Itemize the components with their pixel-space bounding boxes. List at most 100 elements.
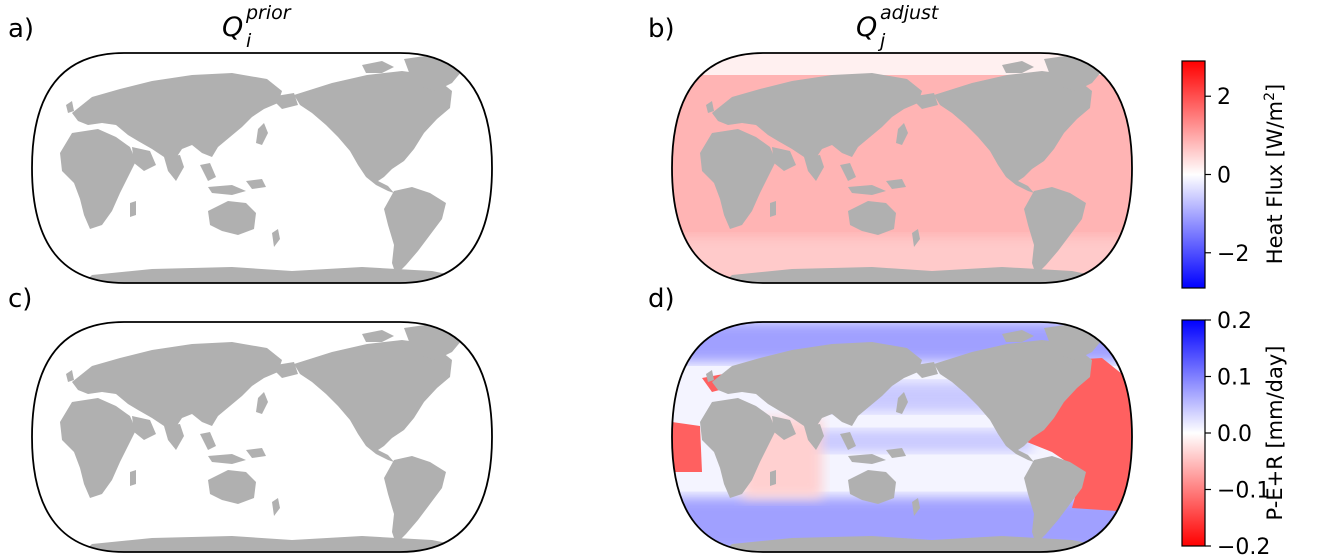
colorbar-gradient	[1181, 60, 1206, 289]
land-mass	[700, 324, 1112, 552]
continent	[362, 330, 394, 342]
continent	[208, 470, 256, 504]
continent	[72, 267, 472, 283]
map-panel-a	[31, 52, 493, 284]
continent	[66, 101, 74, 113]
globe-outline	[671, 52, 1133, 284]
map-field	[672, 53, 1132, 283]
colorbar-tick-label: 0	[1217, 164, 1231, 189]
panel-label-a: a)	[8, 14, 35, 44]
continent	[272, 498, 280, 516]
continent	[208, 201, 256, 235]
land-mass	[60, 324, 472, 552]
continent	[848, 201, 896, 235]
continent	[1024, 187, 1086, 275]
colorbar-tick-label: −0.2	[1217, 535, 1270, 560]
pacific-band-south	[792, 430, 1032, 452]
continent	[934, 340, 1092, 462]
colorbar-tick-label: 0.0	[1217, 422, 1252, 447]
continent	[896, 392, 908, 414]
continent	[912, 498, 920, 516]
continent	[208, 185, 246, 195]
continent	[700, 129, 776, 229]
continent	[130, 470, 136, 486]
continent	[840, 432, 856, 450]
continent	[60, 398, 136, 498]
continent	[72, 342, 282, 430]
continent	[164, 155, 184, 181]
continent	[712, 267, 1112, 283]
panel-label-b: b)	[648, 14, 675, 44]
map-panel-c	[31, 321, 493, 553]
map-panel-d	[671, 321, 1133, 553]
continent	[362, 61, 394, 73]
continent	[912, 229, 920, 247]
colorbar-label: P-E+R [mm/day]	[1263, 346, 1287, 521]
continent	[200, 163, 216, 181]
continent	[772, 147, 796, 171]
continent	[712, 73, 922, 161]
continent	[72, 536, 472, 552]
continent	[886, 179, 906, 189]
continent	[712, 536, 1112, 552]
continent	[200, 432, 216, 450]
continent	[840, 163, 856, 181]
continent	[934, 71, 1092, 193]
continent	[132, 147, 156, 171]
continent	[384, 456, 446, 544]
continent	[272, 229, 280, 247]
continent	[256, 392, 268, 414]
continent	[712, 342, 922, 430]
colorbar-tick-label: 0.1	[1217, 366, 1252, 391]
colorbar-tick-label: 0.2	[1217, 309, 1252, 334]
continent	[60, 129, 136, 229]
colorbar-tick-label: 2	[1217, 85, 1231, 110]
land-mass	[700, 55, 1112, 283]
map-field	[32, 322, 492, 552]
globe-outline	[671, 321, 1133, 553]
land-mass	[60, 55, 472, 283]
colorbar-tick-label: −0.1	[1217, 479, 1270, 504]
continent	[770, 470, 776, 486]
continent	[886, 448, 906, 458]
continent	[246, 179, 266, 189]
continent	[130, 201, 136, 217]
continent	[770, 201, 776, 217]
continent	[706, 101, 714, 113]
continent	[66, 370, 74, 382]
colorbar-label: Heat Flux [W/m2]	[1262, 84, 1287, 264]
continent	[1002, 330, 1034, 342]
continent	[772, 416, 796, 440]
continent	[700, 398, 776, 498]
continent	[132, 416, 156, 440]
globe-outline	[31, 52, 493, 284]
continent	[706, 370, 714, 382]
continent	[294, 71, 452, 193]
colorbar-heat-flux: 2 0 −2 Heat Flux [W/m2]	[1181, 60, 1287, 289]
panel-label-c: c)	[8, 284, 33, 314]
colorbar-tick-label: −2	[1217, 242, 1249, 267]
continent	[804, 424, 824, 450]
continent	[1024, 456, 1086, 544]
continent	[256, 123, 268, 145]
continent	[164, 424, 184, 450]
map-field	[672, 322, 1132, 552]
colorbar-pe-r: 0.2 0.1 0.0 −0.1 −0.2 P-E+R [mm/day]	[1181, 309, 1287, 560]
continent	[246, 448, 266, 458]
continent	[896, 123, 908, 145]
globe-outline	[31, 321, 493, 553]
continent	[208, 454, 246, 464]
continent	[848, 470, 896, 504]
east-atlantic-field	[672, 422, 702, 472]
continent	[1002, 61, 1034, 73]
panel-label-d: d)	[648, 284, 675, 314]
continent	[848, 454, 886, 464]
continent	[804, 155, 824, 181]
map-field	[32, 53, 492, 283]
colorbar-gradient	[1181, 319, 1206, 547]
continent	[384, 187, 446, 275]
continent	[72, 73, 282, 161]
